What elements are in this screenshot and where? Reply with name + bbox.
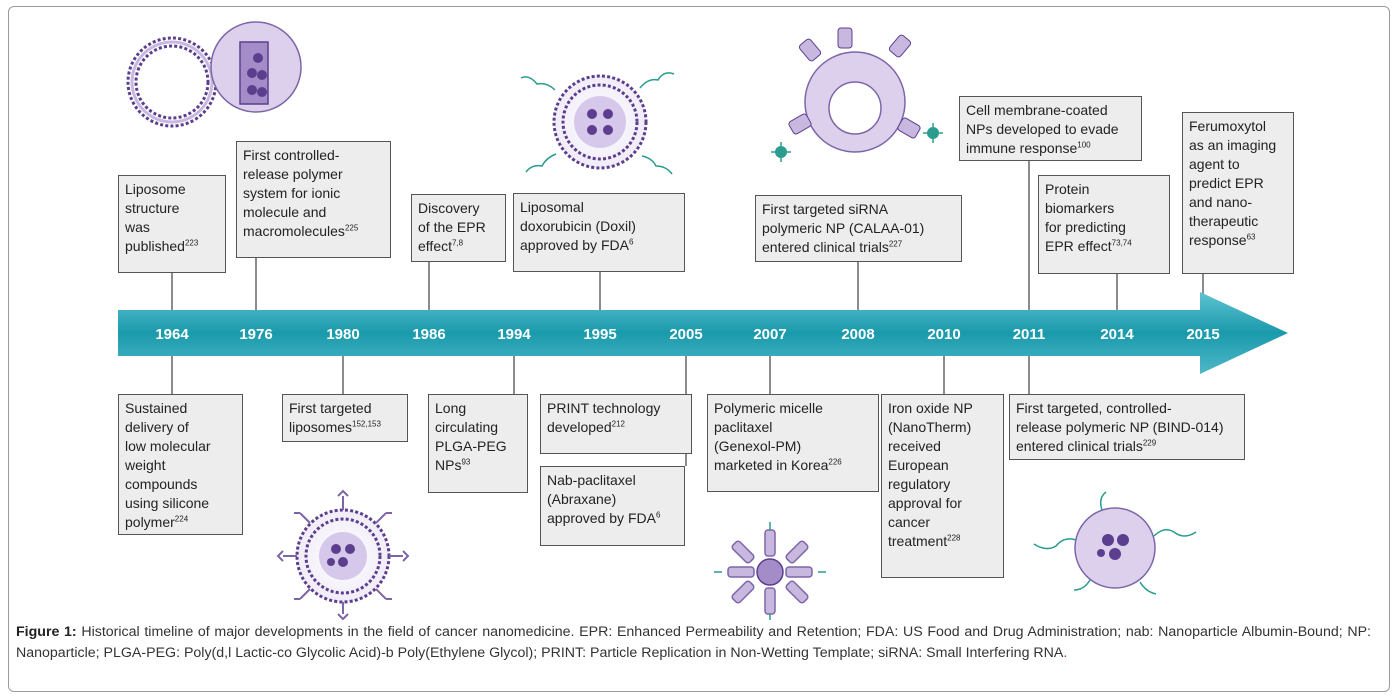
event-box-2008: First targeted siRNA polymeric NP (CALAA… [755, 195, 962, 262]
event-box-2010-bottom: Iron oxide NP (NanoTherm) received Europ… [881, 394, 1004, 578]
reference-number: 224 [174, 514, 189, 524]
event-box-2014: Protein biomarkers for predicting EPR ef… [1038, 175, 1170, 274]
year-label-2005: 2005 [669, 326, 702, 343]
doxil-liposome-illustration [520, 72, 675, 175]
year-label-1980: 1980 [326, 326, 359, 343]
year-label-2015: 2015 [1186, 326, 1219, 343]
reference-number: 226 [828, 457, 842, 467]
event-text: Nab-paclitaxel (Abraxane) approved by FD… [547, 472, 656, 526]
event-box-1986: Discovery of the EPR effect7,8 [411, 194, 506, 262]
targeted-liposome-illustration [276, 489, 410, 620]
event-box-1964: Liposome structure was published223 [118, 175, 226, 273]
controlled-release-polymer-illustration [210, 21, 302, 113]
reference-number: 7,8 [452, 238, 464, 248]
event-box-2011: Cell membrane-coated NPs developed to ev… [959, 96, 1142, 161]
bind-014-nanoparticle-illustration [1033, 491, 1197, 595]
event-box-2015: Ferumoxytol as an imaging agent to predi… [1182, 112, 1294, 274]
liposome-illustration [126, 36, 218, 128]
reference-number: 212 [611, 419, 625, 429]
event-box-2011-bottom: First targeted, controlled- release poly… [1009, 394, 1245, 460]
year-label-2007: 2007 [753, 326, 786, 343]
caption-label: Figure 1: [16, 624, 77, 640]
year-label-1995: 1995 [583, 326, 616, 343]
reference-number: 93 [461, 457, 471, 467]
event-text: Iron oxide NP (NanoTherm) received Europ… [888, 400, 973, 549]
timeline-diagram: 1964 1976 1980 1986 1994 1995 2005 2007 2008 2010… [118, 21, 1288, 620]
year-label-2011: 2011 [1013, 326, 1046, 343]
event-text: First targeted liposomes [289, 400, 372, 435]
reference-number: 152,153 [352, 419, 381, 429]
figure-caption: Figure 1: Historical timeline of major d… [16, 622, 1371, 664]
caption-text: Historical timeline of major development… [16, 624, 1371, 661]
event-box-2005-print: PRINT technology developed212 [540, 394, 692, 454]
year-label-1964: 1964 [155, 326, 189, 343]
polymeric-micelle-illustration [714, 522, 826, 620]
event-text: Long circulating PLGA-PEG NPs [435, 400, 507, 473]
event-box-1976: First controlled- release polymer system… [236, 141, 391, 258]
event-text: Cell membrane-coated NPs developed to ev… [966, 102, 1119, 156]
caption-end: . [1063, 645, 1068, 661]
year-label-1976: 1976 [239, 326, 272, 343]
event-text: First targeted siRNA polymeric NP (CALAA… [762, 201, 925, 255]
year-label-2014: 2014 [1100, 326, 1134, 343]
reference-number: 73,74 [1111, 238, 1132, 248]
event-box-1980-bottom: First targeted liposomes152,153 [282, 394, 408, 442]
event-text: Liposome structure was published [125, 181, 186, 254]
reference-number: 6 [655, 510, 661, 520]
timeline-arrow [118, 292, 1288, 374]
event-box-1995: Liposomal doxorubicin (Doxil) approved b… [513, 193, 685, 272]
reference-number: 223 [184, 238, 199, 248]
event-text: First targeted, controlled- release poly… [1016, 400, 1224, 454]
year-labels: 1964 1976 1980 1986 1994 1995 2005 2007 2008 2010… [155, 326, 1219, 343]
event-box-2005-abraxane: Nab-paclitaxel (Abraxane) approved by FD… [540, 466, 685, 546]
event-box-1964-bottom: Sustained delivery of low molecular weig… [118, 394, 243, 535]
event-text: PRINT technology developed [547, 400, 661, 435]
reference-number: 227 [888, 239, 903, 249]
event-text: Ferumoxytol as an imaging agent to predi… [1189, 118, 1277, 248]
year-label-2008: 2008 [841, 326, 874, 343]
reference-number: 63 [1246, 232, 1256, 242]
event-text: First controlled- release polymer system… [243, 147, 345, 239]
year-label-2010: 2010 [927, 326, 960, 343]
reference-number: 228 [947, 533, 961, 543]
event-text: Polymeric micelle paclitaxel (Genexol-PM… [714, 400, 829, 473]
year-label-1986: 1986 [412, 326, 445, 343]
event-text: Sustained delivery of low molecular weig… [125, 400, 211, 530]
reference-number: 229 [1142, 438, 1157, 448]
calaa-01-nanoparticle-illustration [771, 27, 943, 162]
year-label-1994: 1994 [497, 326, 531, 343]
reference-number: 225 [344, 223, 359, 233]
event-text: Liposomal doxorubicin (Doxil) approved b… [520, 199, 636, 253]
reference-number: 100 [1077, 140, 1091, 150]
event-box-2007-bottom: Polymeric micelle paclitaxel (Genexol-PM… [707, 394, 879, 492]
event-text: Discovery of the EPR effect [418, 200, 486, 254]
event-box-1994-bottom: Long circulating PLGA-PEG NPs93 [428, 394, 528, 493]
reference-number: 6 [628, 237, 634, 247]
event-text: Protein biomarkers for predicting EPR ef… [1045, 181, 1126, 254]
connector-lines [171, 161, 1204, 466]
